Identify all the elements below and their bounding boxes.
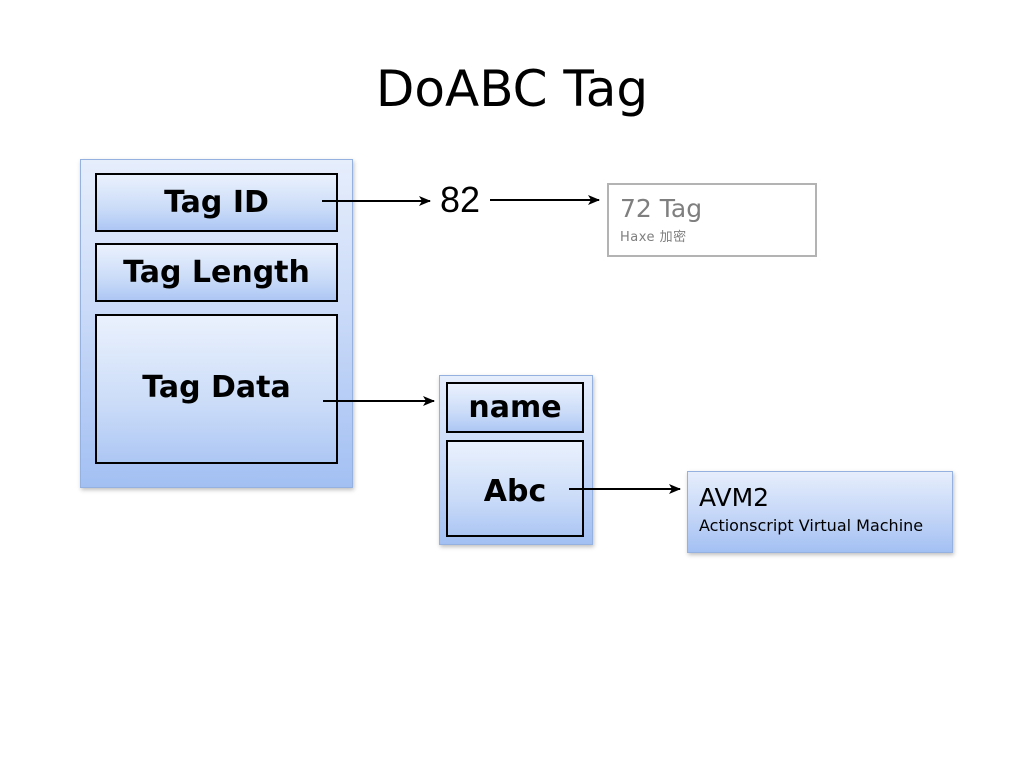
tag-length-field: Tag Length xyxy=(95,243,338,302)
avm2-title: AVM2 xyxy=(699,483,770,512)
avm2-box: AVM2 Actionscript Virtual Machine xyxy=(687,471,953,553)
tag-id-note-subtitle: Haxe 加密 xyxy=(620,229,687,245)
tag-id-note-box: 72 Tag Haxe 加密 xyxy=(607,183,817,257)
abc-field: Abc xyxy=(446,440,584,537)
tag-id-field: Tag ID xyxy=(95,173,338,232)
slide-title: DoABC Tag xyxy=(375,60,649,118)
tag-id-value: 82 xyxy=(440,179,481,220)
avm2-subtitle: Actionscript Virtual Machine xyxy=(699,515,924,535)
tag-data-field: Tag Data xyxy=(95,314,338,464)
name-field: name xyxy=(446,382,584,433)
tag-id-note-title: 72 Tag xyxy=(620,194,703,223)
